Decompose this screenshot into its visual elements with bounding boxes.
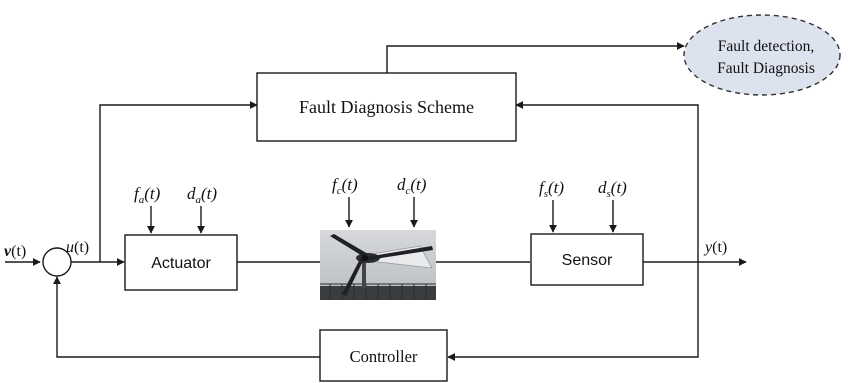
sensor-block: Sensor <box>530 233 644 286</box>
sensor-fault-label: fs(t) <box>539 178 564 200</box>
fault-diagnosis-scheme-block: Fault Diagnosis Scheme <box>256 72 517 142</box>
control-to-fds-line <box>99 101 258 262</box>
actuator-label: Actuator <box>151 255 211 272</box>
actuator-fault-label: fa(t) <box>134 184 161 206</box>
connection-lines <box>5 42 747 361</box>
wind-turbine-photo <box>320 230 436 300</box>
actuator-disturbance-label: da(t) <box>187 184 217 206</box>
controller-to-sum-line <box>53 276 320 358</box>
actuator-block: Actuator <box>124 234 238 291</box>
fault-diagnosis-scheme-label: Fault Diagnosis Scheme <box>299 97 474 117</box>
component-disturbance-label: dc(t) <box>397 175 427 197</box>
fds-to-result-line <box>386 42 685 73</box>
summing-junction <box>42 247 72 277</box>
fault-result-ellipse: Fault detection, Fault Diagnosis <box>683 14 841 96</box>
output-to-fds-line <box>515 101 699 262</box>
sensor-disturbance-label: ds(t) <box>598 178 627 200</box>
sensor-label: Sensor <box>562 252 613 269</box>
fault-result-line2: Fault Diagnosis <box>717 60 815 77</box>
output-signal-label: y(t) <box>703 239 727 256</box>
component-fault-label: fc(t) <box>332 175 358 197</box>
controller-label: Controller <box>350 347 418 366</box>
fault-result-line1: Fault detection, <box>718 38 814 55</box>
controller-block: Controller <box>319 329 448 382</box>
control-signal-label: u(t) <box>66 239 89 256</box>
output-to-controller-line <box>447 262 699 361</box>
reference-signal-label: v(t) <box>4 243 26 260</box>
signal-labels: v(t) u(t) y(t) fa(t) da(t) fc(t) dc(t) f… <box>4 175 727 260</box>
